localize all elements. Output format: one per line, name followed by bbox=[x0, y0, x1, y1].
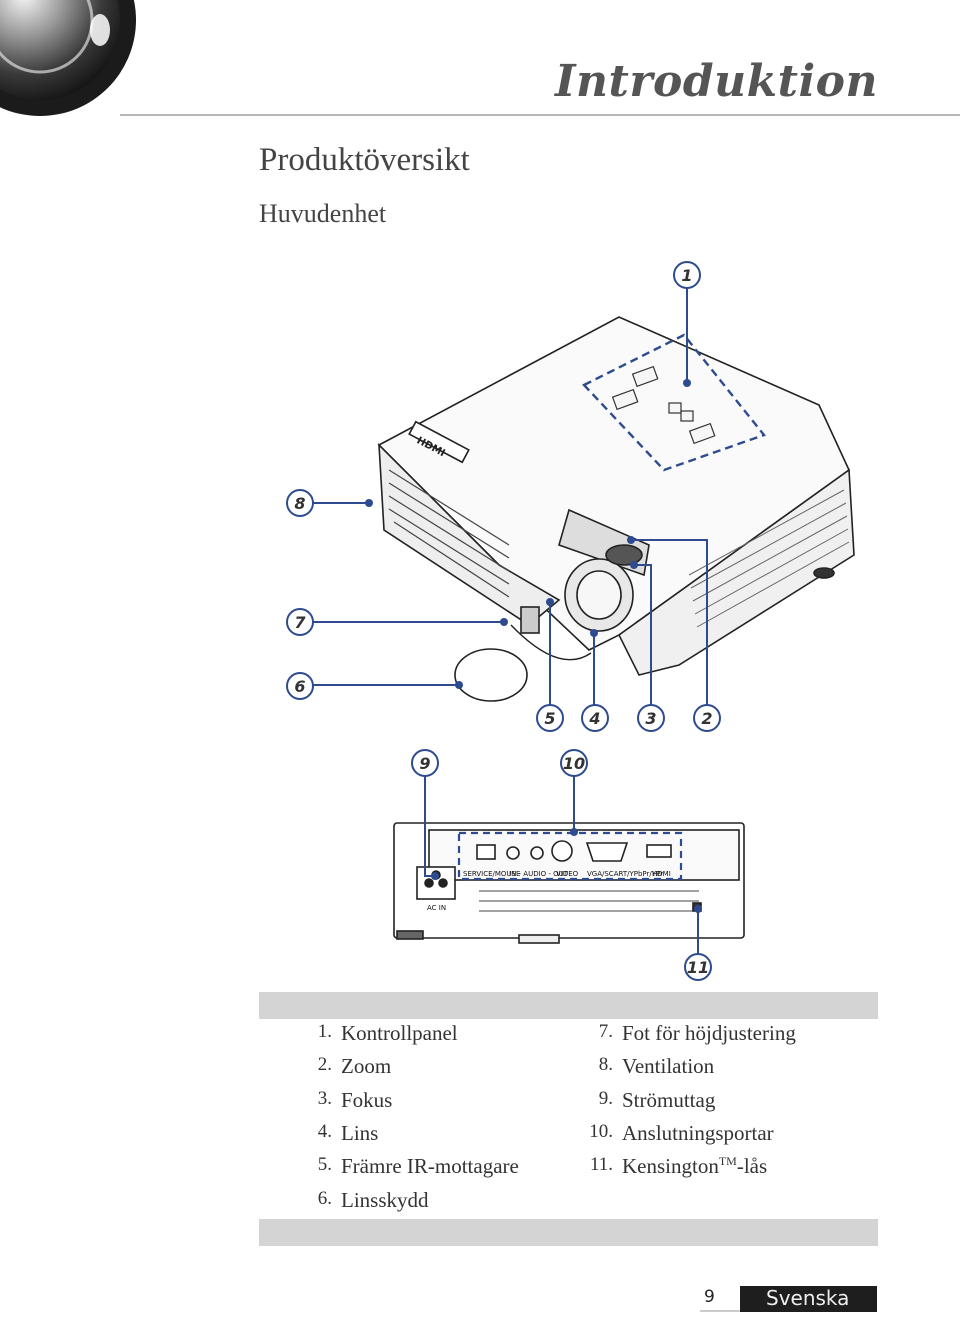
legend-item: 2.Zoom bbox=[317, 1054, 392, 1078]
callout-3: 3 bbox=[645, 709, 656, 728]
legend-item: 1.Kontrollpanel bbox=[317, 1021, 458, 1045]
callout-10: 10 bbox=[563, 754, 585, 773]
callout-6: 6 bbox=[294, 677, 305, 696]
legend-item: 5.Främre IR-mottagare bbox=[317, 1154, 519, 1178]
callout-1: 1 bbox=[681, 266, 692, 285]
power-label: AC IN bbox=[427, 904, 446, 912]
legend-item: 7.Fot för höjdjustering bbox=[598, 1021, 796, 1045]
chapter-title: Introduktion bbox=[554, 56, 878, 107]
legend-item: 9.Strömuttag bbox=[598, 1088, 716, 1112]
port-label-hdmi: HDMI bbox=[652, 870, 671, 878]
parts-legend: 1.Kontrollpanel 2.Zoom 3.Fokus 4.Lins 5.… bbox=[259, 1021, 878, 1221]
legend-item: 3.Fokus bbox=[317, 1088, 393, 1112]
footer-tab bbox=[700, 1286, 877, 1312]
legend-top-bar bbox=[259, 992, 878, 1019]
legend-item: 6.Linsskydd bbox=[317, 1188, 429, 1212]
callout-11: 11 bbox=[687, 958, 709, 977]
port-label-video: VIDEO bbox=[556, 870, 579, 878]
port-label-service: SERVICE/MOUSE bbox=[463, 870, 520, 878]
callout-8: 8 bbox=[294, 494, 305, 513]
lens-decoration-icon bbox=[0, 0, 136, 116]
projector-top-view: HDMI bbox=[377, 316, 855, 702]
header-divider bbox=[120, 114, 960, 116]
callout-9: 9 bbox=[419, 754, 430, 773]
callout-2: 2 bbox=[701, 709, 712, 728]
language-label: Svenska bbox=[766, 1286, 850, 1310]
port-label-vga: VGA/SCART/YPbPr/YPr bbox=[587, 870, 663, 878]
legend-item: 8.Ventilation bbox=[598, 1054, 715, 1078]
page-number: 9 bbox=[704, 1287, 715, 1307]
callout-5: 5 bbox=[544, 709, 555, 728]
legend-item: 4.Lins bbox=[317, 1121, 379, 1145]
projector-rear-view bbox=[393, 822, 745, 944]
page-title: Produktöversikt bbox=[259, 142, 470, 178]
callout-4: 4 bbox=[588, 709, 600, 728]
legend-item: 11.KensingtonTM-lås bbox=[589, 1154, 768, 1178]
projector-illustration: HDMI bbox=[286, 261, 855, 981]
section-subtitle: Huvudenhet bbox=[259, 199, 387, 228]
port-label-audio: IN - AUDIO - OUT bbox=[509, 870, 569, 878]
legend-item: 10.Anslutningsportar bbox=[589, 1121, 774, 1145]
page-header: Introduktion bbox=[0, 0, 960, 118]
legend-bottom-bar bbox=[259, 1219, 878, 1246]
callout-7: 7 bbox=[294, 613, 306, 632]
